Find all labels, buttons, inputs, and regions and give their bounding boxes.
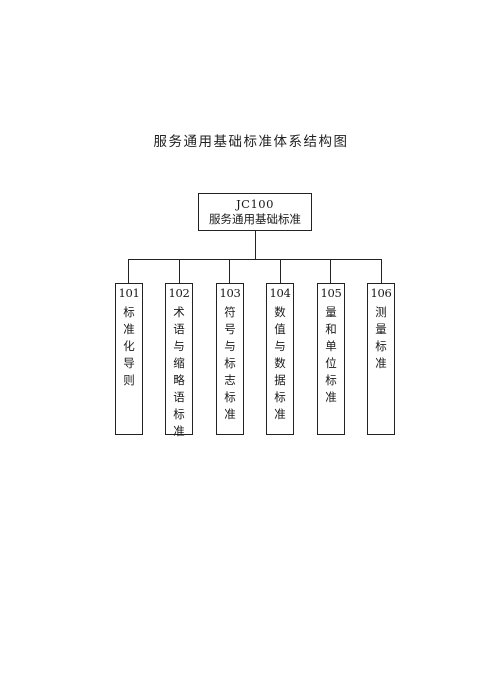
child-node-code: 102 [168,286,190,300]
child-node-code: 104 [269,286,291,300]
child-node-102: 102 术语与缩略语标准 [165,283,193,438]
child-node-name: 数值与数据标准 [274,305,286,421]
child-node-105: 105 量和单位标准 [317,283,345,435]
child-connector-104 [280,259,281,283]
child-node-name: 测量标准 [375,305,387,370]
child-node-101: 101 标准化导则 [115,283,143,435]
child-node-name: 术语与缩略语标准 [173,305,185,438]
child-node-code: 101 [118,286,140,300]
child-node-104: 104 数值与数据标准 [266,283,294,435]
child-node-103: 103 符号与标志标准 [216,283,244,435]
diagram-title: 服务通用基础标准体系结构图 [153,134,349,150]
root-node: JC100 服务通用基础标准 [198,193,312,231]
child-node-code: 105 [320,286,342,300]
child-node-106: 106 测量标准 [367,283,395,435]
child-node-code: 106 [370,286,392,300]
root-node-name: 服务通用基础标准 [209,212,301,226]
root-node-code: JC100 [236,197,274,211]
child-connector-101 [128,259,129,283]
child-connector-103 [229,259,230,283]
child-connector-105 [330,259,331,283]
child-node-name: 标准化导则 [123,305,135,387]
child-connector-106 [381,259,382,283]
child-node-code: 103 [219,286,241,300]
root-stem-line [255,231,256,259]
child-connector-102 [179,259,180,283]
child-node-name: 符号与标志标准 [224,305,236,421]
child-node-name: 量和单位标准 [325,305,337,404]
horizontal-bus-line [128,259,382,260]
